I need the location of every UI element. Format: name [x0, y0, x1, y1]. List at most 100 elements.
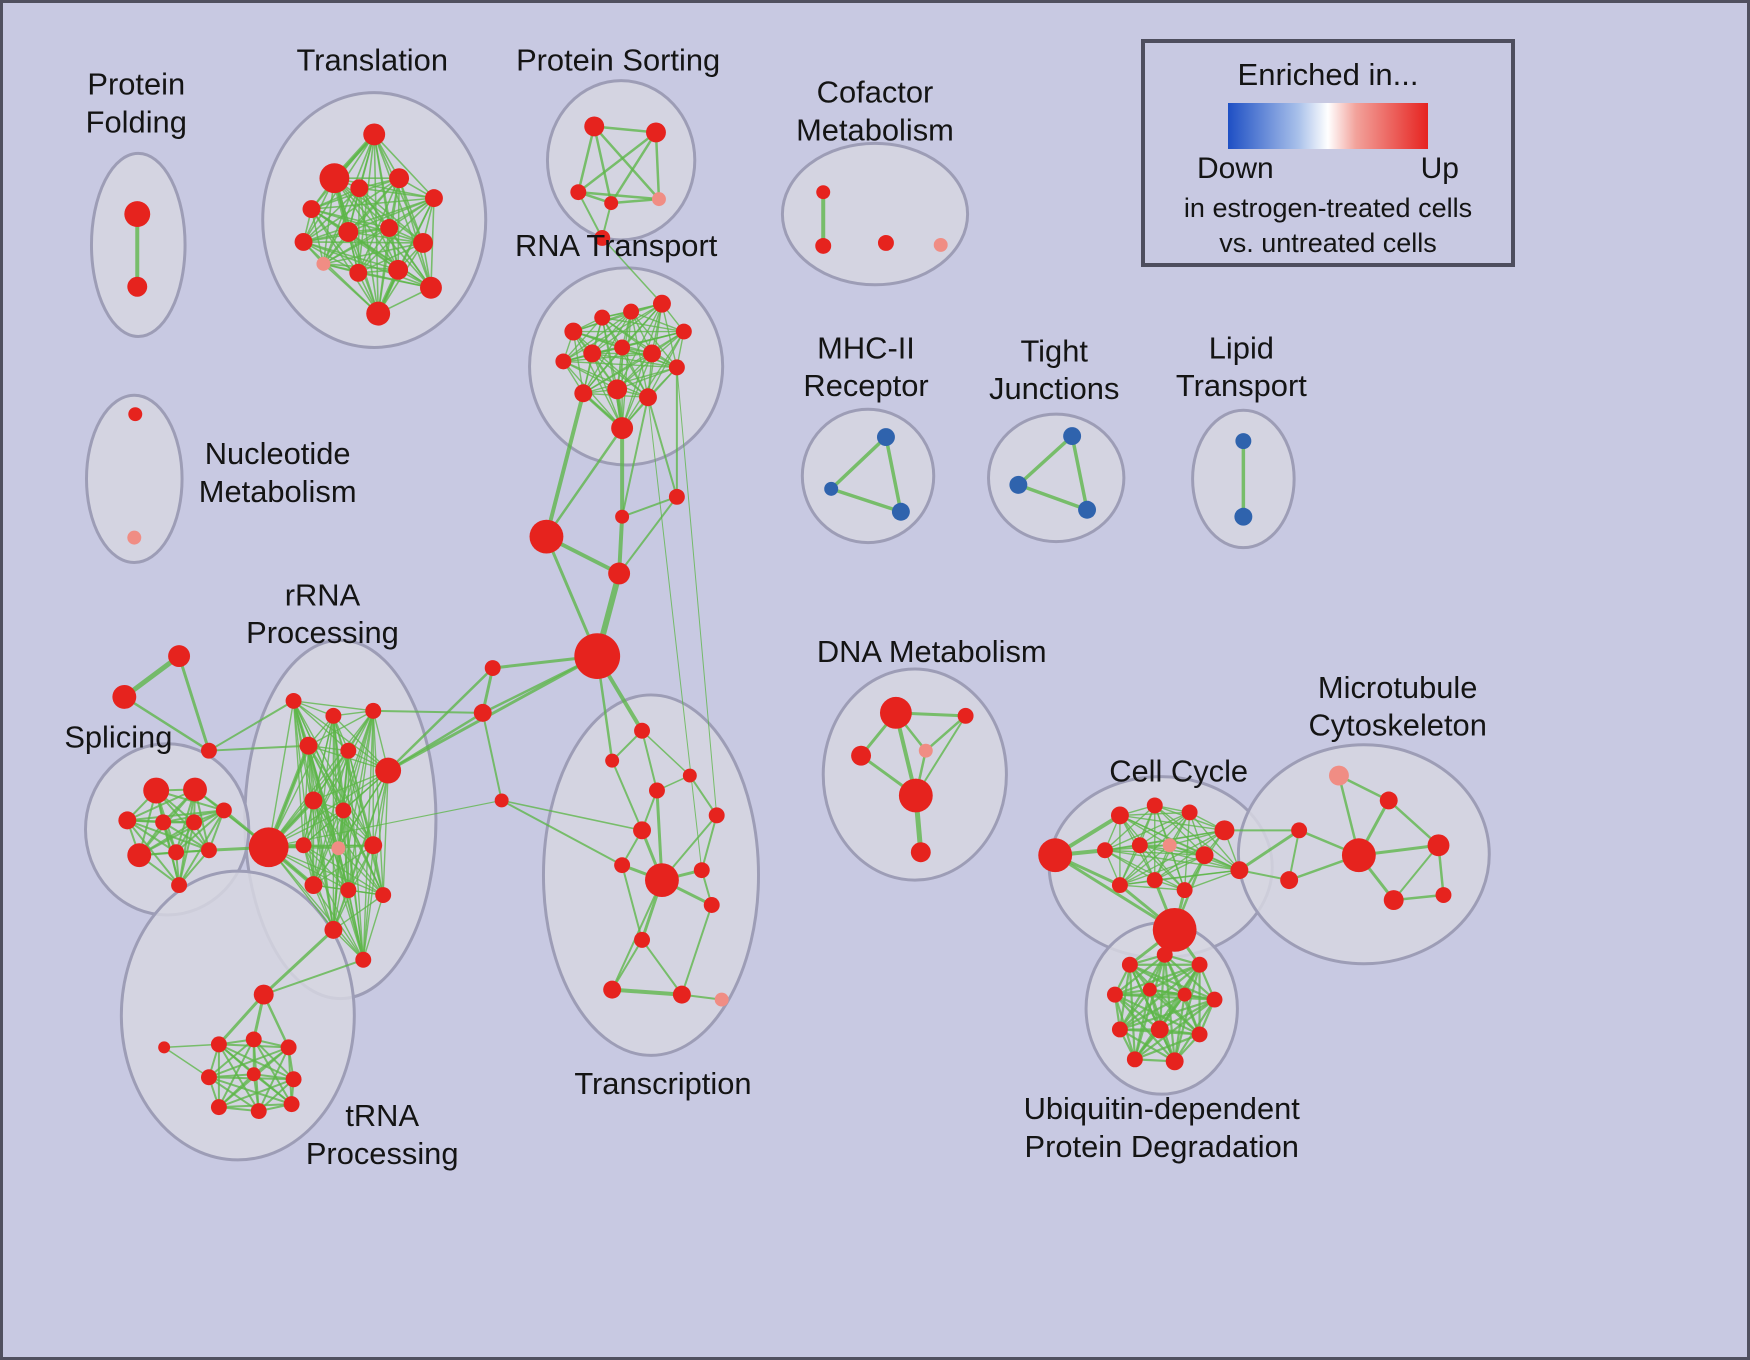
node-ps6 [594, 229, 611, 246]
edge-tp6-tp8 [217, 1073, 255, 1109]
node-t11 [316, 256, 331, 271]
node-lt1 [1235, 433, 1252, 450]
node-ub4 [1106, 986, 1123, 1003]
node-mt1 [1328, 765, 1349, 786]
node-t3 [302, 200, 321, 219]
edge-ub7-ub11 [1133, 998, 1216, 1061]
node-tr6 [633, 821, 651, 840]
edge-cc9-cc12 [1154, 854, 1206, 881]
edge-mh2-mh3 [829, 487, 903, 514]
edge-tp11-tp2 [163, 1043, 220, 1049]
edge-cc5-cc11 [1119, 829, 1226, 886]
edge-rt1-rt4 [572, 302, 663, 333]
node-ub3 [1191, 956, 1208, 973]
node-sp10 [171, 877, 188, 894]
edge-tj1-tj3 [1070, 434, 1089, 512]
node-cf3 [877, 234, 894, 251]
node-rr3 [365, 702, 382, 719]
label-dna-metabolism: DNA Metabolism [817, 634, 1047, 669]
node-tp6 [246, 1067, 261, 1082]
edge-t4-t7 [302, 187, 361, 243]
node-rt2 [594, 309, 611, 326]
node-cf4 [933, 237, 948, 252]
node-t10 [413, 232, 433, 253]
node-mt4 [1341, 838, 1376, 873]
edge-t3-t15 [310, 208, 379, 315]
edge-rt13-hb3 [647, 396, 678, 498]
edge-hb8-tr8 [500, 799, 624, 867]
edge-cc4-cc7 [1139, 811, 1191, 846]
edge-sp1-sp9 [155, 789, 210, 852]
edge-rr16-tp1 [262, 928, 335, 997]
node-rt14 [611, 417, 634, 440]
edge-rr9-rr14 [342, 809, 350, 891]
node-t6 [424, 189, 443, 208]
edge-rr13-rr17 [312, 884, 364, 961]
edge-t5-t12 [357, 177, 400, 274]
node-tr11 [634, 931, 650, 948]
node-tr14 [714, 992, 729, 1007]
edge-ps2-ps4 [609, 131, 658, 205]
node-rr12 [364, 836, 383, 855]
legend-down-label: Down [1197, 152, 1274, 185]
edge-rt9-rt14 [621, 352, 653, 429]
edge-t7-t13 [302, 241, 399, 271]
node-tp10 [283, 1096, 300, 1113]
legend-up-label: Up [1420, 152, 1459, 185]
edge-t2-t10 [333, 177, 424, 244]
node-ps5 [651, 192, 666, 207]
edge-tp4-tp5 [207, 1046, 290, 1079]
node-t2 [319, 163, 350, 194]
label-transcription: Transcription [574, 1066, 751, 1101]
node-mh1 [876, 428, 895, 447]
node-hb6 [484, 660, 501, 677]
edge-rt7-rt13 [591, 352, 649, 398]
edge-rt5-rt13 [647, 330, 685, 398]
label-translation: Translation [296, 43, 448, 78]
node-mt6 [1280, 871, 1299, 890]
edge-hb3-hb4 [618, 495, 678, 575]
edge-ub10-ub11 [1133, 1033, 1201, 1061]
node-tr1 [634, 722, 650, 739]
edge-tr11-tr12 [611, 938, 644, 991]
edge-rt10-tr5 [676, 366, 718, 816]
node-pf1 [124, 201, 151, 228]
node-nm1 [128, 407, 143, 422]
node-ub6 [1177, 987, 1192, 1002]
edge-tj1-tj2 [1016, 434, 1074, 487]
edge-tp7-tp8 [217, 1078, 295, 1109]
edge-tr4-tr5 [688, 774, 718, 817]
edge-tr1-tr3 [641, 729, 658, 792]
edge-rt4-rt7 [591, 302, 663, 355]
node-tp2 [210, 1036, 227, 1053]
node-mt7 [1383, 890, 1404, 910]
node-hb8 [494, 793, 509, 808]
edge-t3-t10 [310, 208, 424, 244]
edge-ub3-ub12 [1173, 963, 1201, 1063]
edge-tj2-tj3 [1016, 483, 1089, 512]
edge-t7-t12 [302, 241, 360, 274]
node-tp4 [280, 1039, 297, 1056]
node-mh3 [891, 502, 910, 521]
node-cc8 [1162, 838, 1177, 853]
node-rt10 [668, 359, 685, 376]
node-t1 [363, 123, 386, 146]
node-hb3 [668, 488, 685, 505]
edge-t8-t10 [347, 231, 424, 244]
node-tj2 [1009, 475, 1028, 494]
edge-rr2-rr15 [332, 715, 384, 896]
edge-rr8-rr11 [312, 799, 340, 849]
edge-cc7-cc10 [1139, 844, 1241, 871]
edge-sp3-sp10 [126, 819, 181, 887]
edge-ub5-ub11 [1133, 988, 1151, 1061]
edge-ub7-ub9 [1158, 998, 1216, 1031]
edge-rt14-hb1 [545, 426, 624, 538]
edge-ps1-ps3 [577, 125, 596, 194]
edge-rr15-rr17 [362, 894, 384, 961]
legend-box: Enriched in... Down Up in estrogen-treat… [1141, 39, 1515, 267]
